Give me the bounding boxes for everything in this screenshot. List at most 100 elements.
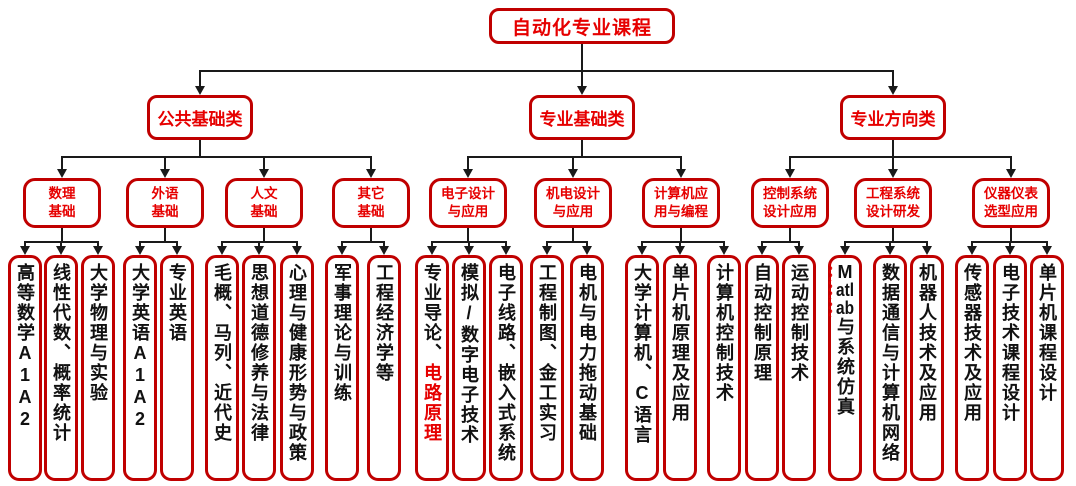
course-text-segment: 自动控制原理: [752, 263, 772, 383]
course-text-segment: 机器人技术及应用: [917, 263, 937, 423]
sub-category-label-line1: 工程系统: [866, 186, 920, 202]
connector-rail-line: [641, 241, 725, 243]
connector-rail-line: [61, 156, 372, 158]
connector-drop-line: [761, 241, 763, 248]
sub-category-label-line2: 与应用: [552, 204, 594, 219]
connector-arrowhead: [464, 246, 474, 255]
connector-drop-line: [844, 241, 846, 248]
connector-arrowhead: [675, 246, 685, 255]
connector-drop-line: [926, 241, 928, 248]
sub-category-label-line2: 选型应用: [984, 204, 1038, 219]
connector-arrowhead: [676, 169, 686, 178]
connector-drop-line: [24, 241, 26, 248]
connector-drop-line: [971, 241, 973, 248]
connector-drop-line: [296, 241, 298, 248]
category-node-label: 专业基础类: [539, 110, 625, 129]
connector-drop-line: [1009, 241, 1011, 248]
connector-rail-line: [844, 241, 928, 243]
connector-arrowhead: [366, 169, 376, 178]
course-leaf-node: 单片机课程设计: [1030, 255, 1064, 481]
connector-drop-line: [889, 241, 891, 248]
course-leaf-text: 线性代数、概率统计: [51, 263, 71, 443]
connector-arrowhead: [794, 246, 804, 255]
connector-stub-line: [892, 140, 894, 156]
course-text-segment: 与系统仿真: [835, 317, 855, 417]
sub-category-node: 人文基础: [225, 178, 303, 228]
course-leaf-node: 专业导论、电路原理: [415, 255, 449, 481]
course-leaf-text: 计算机控制技术: [714, 263, 734, 403]
category-node: 专业方向类: [840, 95, 946, 140]
connector-arrowhead: [568, 169, 578, 178]
course-text-segment: 单片机课程设计: [1037, 263, 1057, 403]
course-text-segment: 计算机控制技术: [714, 263, 734, 403]
connector-rail-line: [139, 241, 178, 243]
connector-drop-line: [164, 156, 166, 171]
connector-drop-line: [892, 156, 894, 171]
course-text-segment: 传感器技术及应用: [962, 263, 982, 423]
course-leaf-node: 模拟/数字电子技术: [452, 255, 486, 481]
connector-arrowhead: [379, 246, 389, 255]
course-leaf-node: 计算机控制技术: [707, 255, 741, 481]
connector-arrowhead: [259, 169, 269, 178]
connector-drop-line: [546, 241, 548, 248]
connector-drop-line: [892, 70, 894, 88]
sub-category-label-line2: 基础: [357, 204, 385, 219]
sub-category-node: 机电设计与应用: [534, 178, 612, 228]
connector-drop-line: [468, 241, 470, 248]
course-text-segment: M: [837, 263, 853, 281]
connector-stub-line: [581, 44, 583, 70]
connector-stub-line: [581, 140, 583, 156]
connector-drop-line: [679, 241, 681, 248]
course-leaf-node: 传感器技术及应用: [955, 255, 989, 481]
course-leaf-node: 线性代数、概率统计: [44, 255, 78, 481]
connector-drop-line: [199, 70, 201, 88]
course-leaf-node: 心理与健康形势与政策: [280, 255, 314, 481]
connector-arrowhead: [967, 246, 977, 255]
course-leaf-node: 运动控制技术: [782, 255, 816, 481]
sub-category-node: 控制系统设计应用: [751, 178, 829, 228]
connector-rail-line: [546, 241, 588, 243]
course-leaf-text: 大学计算机、C语言: [632, 263, 652, 445]
connector-arrowhead: [1006, 169, 1016, 178]
connector-arrowhead: [195, 86, 205, 95]
sub-category-node: 工程系统设计研发: [854, 178, 932, 228]
course-leaf-text: 运动控制技术: [789, 263, 809, 383]
connector-drop-line: [680, 156, 682, 171]
root-node: 自动化专业课程: [489, 8, 675, 44]
course-leaf-text: 电子线路、嵌入式系统: [496, 263, 516, 463]
sub-category-label-line1: 机电设计: [546, 186, 600, 202]
connector-stub-line: [467, 228, 469, 241]
course-leaf-text: 机器人技术及应用: [917, 263, 937, 423]
connector-rail-line: [789, 156, 1012, 158]
sub-category-node: 其它基础: [332, 178, 410, 228]
connector-arrowhead: [217, 246, 227, 255]
course-leaf-node: 电机与电力拖动基础: [570, 255, 604, 481]
connector-arrowhead: [1042, 246, 1052, 255]
course-leaf-node: 自动控制原理: [745, 255, 779, 481]
connector-drop-line: [341, 241, 343, 248]
course-leaf-node: 工程制图、金工实习: [530, 255, 564, 481]
course-leaf-text: 思想道德修养与法律: [249, 263, 269, 443]
course-text-segment: 线性代数、概率统计: [51, 263, 71, 443]
course-text-segment: 专业导论、: [422, 263, 442, 363]
course-text-segment: 心理与健康形势与政策: [287, 263, 307, 463]
connector-rail-line: [341, 241, 385, 243]
connector-arrowhead: [637, 246, 647, 255]
sub-category-label-line2: 与应用: [447, 204, 489, 219]
course-text-segment: atl: [836, 281, 854, 299]
sub-category-label-line1: 外语: [151, 186, 179, 202]
connector-stub-line: [263, 228, 265, 241]
connector-arrowhead: [757, 246, 767, 255]
course-text-segment: ab: [836, 299, 854, 317]
course-text-segment: 工程经济学等: [374, 263, 394, 383]
course-text-segment: 思想道德修养与法律: [249, 263, 269, 443]
connector-stub-line: [370, 228, 372, 241]
sub-category-label-line1: 数理: [48, 186, 76, 202]
connector-arrowhead: [785, 169, 795, 178]
connector-arrowhead: [885, 246, 895, 255]
connector-arrowhead: [1005, 246, 1015, 255]
connector-drop-line: [61, 156, 63, 171]
course-leaf-node: 高等数学A1A2: [8, 255, 42, 481]
connector-drop-line: [383, 241, 385, 248]
